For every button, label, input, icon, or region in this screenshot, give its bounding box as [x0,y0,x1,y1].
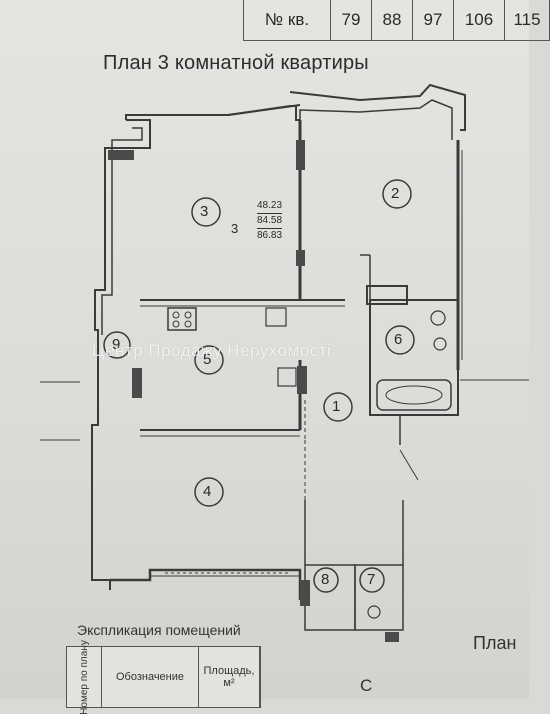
room-number-5: 5 [203,351,212,368]
room-3-circle [191,197,221,227]
door-swing [399,449,419,481]
wall-block-6 [300,580,310,606]
bathtub-inner [385,385,443,405]
stove [167,307,197,331]
room-number-8: 8 [321,571,330,588]
sink-kitchen [265,307,287,327]
room-number-2: 2 [391,185,400,202]
side-letter-c: С [360,676,373,695]
apartment-number-79: 79 [331,0,372,40]
shaft-box [366,285,408,305]
explication-col-area-unit: м² [223,677,235,689]
plan-title: План 3 комнатной квартиры [103,52,369,74]
toilet-7 [367,605,381,619]
room-number-3: 3 [200,203,209,220]
room-count: 3 [231,221,239,236]
room-8-outline [304,564,356,631]
wall-block-7 [385,632,399,642]
outer-wall-left [91,119,151,590]
wall-block-2 [296,140,305,170]
toilet-6 [430,310,446,326]
room-6-circle [385,325,415,355]
room-2-circle [382,179,412,209]
bathroom-6-outline [369,299,459,416]
apartment-number-table: № кв. 79 88 97 106 115 [243,0,550,41]
room-number-7: 7 [367,571,376,588]
wall-block-3 [296,250,305,266]
room-1-circle [323,392,353,422]
explication-col-area: Площадь, м² [199,647,260,707]
outer-wall-left-inner [101,127,143,335]
sink-kitchen-2 [277,367,297,387]
area-living: 48.23 [257,199,283,214]
watermark-text: Центр Продажу Нерухомості [92,341,332,360]
side-plan-label: План [473,633,517,653]
outer-wall-top-left [125,104,301,120]
explication-col-number: Номер по плану [67,640,102,714]
room-number-4: 4 [203,483,212,500]
room-8-circle [313,567,339,593]
outer-wall-top-mid [227,105,300,121]
sink-6 [433,337,447,351]
room-number-1: 1 [332,398,341,415]
outer-wall-bottom [110,568,302,600]
explication-title: Экспликация помещений [77,622,241,638]
room-4-circle [194,477,224,507]
room-number-6: 6 [394,331,403,348]
floor-plan-drawing [40,83,529,642]
explication-col-area-label: Площадь, [203,665,255,677]
area-summary: 48.23 84.58 86.83 [257,199,283,243]
bathtub [376,379,452,411]
area-total: 84.58 [257,214,283,229]
room-5-circle [194,345,224,375]
apartment-number-106: 106 [454,0,505,40]
area-with-balcony: 86.83 [257,230,283,241]
room-9-circle [103,331,131,359]
explication-table: Номер по плану Обозначение Площадь, м² [66,640,261,714]
apartment-table-header: № кв. [244,0,331,40]
wall-block-4 [132,368,142,398]
outer-wall-top-right-inner [299,99,453,140]
room-7-circle [359,567,385,593]
room-7-outline [354,564,404,631]
explication-col-name: Обозначение [102,647,199,707]
wall-block-5 [297,366,307,394]
apartment-number-88: 88 [372,0,413,40]
outer-wall-top-right [289,83,466,131]
apartment-number-97: 97 [413,0,454,40]
wall-block-1 [108,150,134,160]
room-number-9: 9 [112,336,121,353]
